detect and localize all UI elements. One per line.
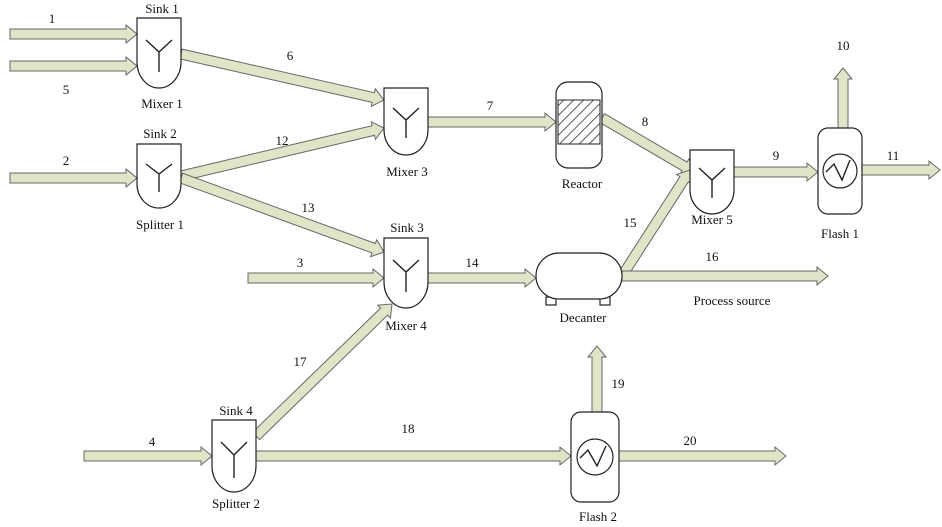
stream-15-label: 15 [624,215,637,230]
stream-4-arrow [83,445,213,467]
mixer-4-label: Mixer 4 [385,318,427,333]
stream-13-arrow [178,172,385,258]
decanter-label: Decanter [560,310,608,325]
stream-20-arrow [618,445,787,467]
stream-12-label: 12 [276,133,289,148]
mixer-5-label: Mixer 5 [691,212,733,227]
splitter-2-label: Splitter 2 [212,496,260,511]
mixer-1-label: Mixer 1 [141,96,183,111]
stream-12-arrow [179,120,385,182]
stream-10-arrow [832,67,854,129]
mixer-1-unit[interactable] [136,17,182,89]
stream-7-arrow [427,111,557,133]
stream-10-label: 10 [837,38,850,53]
stream-1-arrow [9,23,138,45]
mixer-1-tag: Sink 1 [145,1,179,16]
flash-1-label: Flash 1 [821,226,859,241]
mixer-4-unit[interactable] [383,237,429,309]
splitter-1-unit[interactable] [136,143,182,209]
mixer-5-unit[interactable] [689,149,735,215]
process-source-label: Process source [694,293,771,308]
stream-5-arrow [9,55,138,77]
stream-11-label: 11 [887,148,900,163]
stream-2-arrow [9,167,138,189]
stream-9-label: 9 [773,148,780,163]
stream-4-label: 4 [149,434,156,449]
stream-14-arrow [427,267,537,289]
stream-3-arrow [247,267,385,289]
mixer-3-label: Mixer 3 [386,164,428,179]
stream-6-label: 6 [287,48,294,63]
stream-20-label: 20 [684,433,697,448]
splitter-1-tag: Sink 2 [143,126,177,141]
reactor-unit[interactable] [555,81,603,169]
stream-5-label: 5 [63,82,70,97]
stream-1-label: 1 [49,11,56,26]
stream-19-arrow [586,345,608,413]
splitter-2-tag: Sink 4 [219,403,253,418]
stream-8-label: 8 [642,114,649,129]
stream-19-label: 19 [612,376,625,391]
stream-3-label: 3 [297,255,304,270]
streams-layer [9,23,941,467]
reactor-label: Reactor [562,176,603,191]
stream-6-arrow [179,48,385,108]
splitter-2-unit[interactable] [211,419,257,493]
decanter-unit[interactable] [535,252,623,306]
flash-2-label: Flash 2 [579,509,617,524]
stream-7-label: 7 [487,98,494,113]
stream-17-arrow [251,303,393,441]
stream-9-arrow [733,161,819,183]
splitter-1-label: Splitter 1 [136,217,184,232]
mixer-4-tag: Sink 3 [390,220,424,235]
mixer-3-unit[interactable] [383,87,429,156]
stream-16-label: 16 [706,249,720,264]
stream-14-label: 14 [466,255,480,270]
stream-16-arrow [621,265,829,287]
stream-18-arrow [255,445,572,467]
stream-11-arrow [861,159,941,181]
stream-18-label: 18 [402,421,415,436]
stream-15-arrow [617,169,693,280]
flash-1-unit[interactable] [817,127,863,215]
stream-17-label: 17 [294,354,308,369]
stream-13-label: 13 [302,200,315,215]
stream-2-label: 2 [63,153,70,168]
flash-2-unit[interactable] [570,411,620,503]
